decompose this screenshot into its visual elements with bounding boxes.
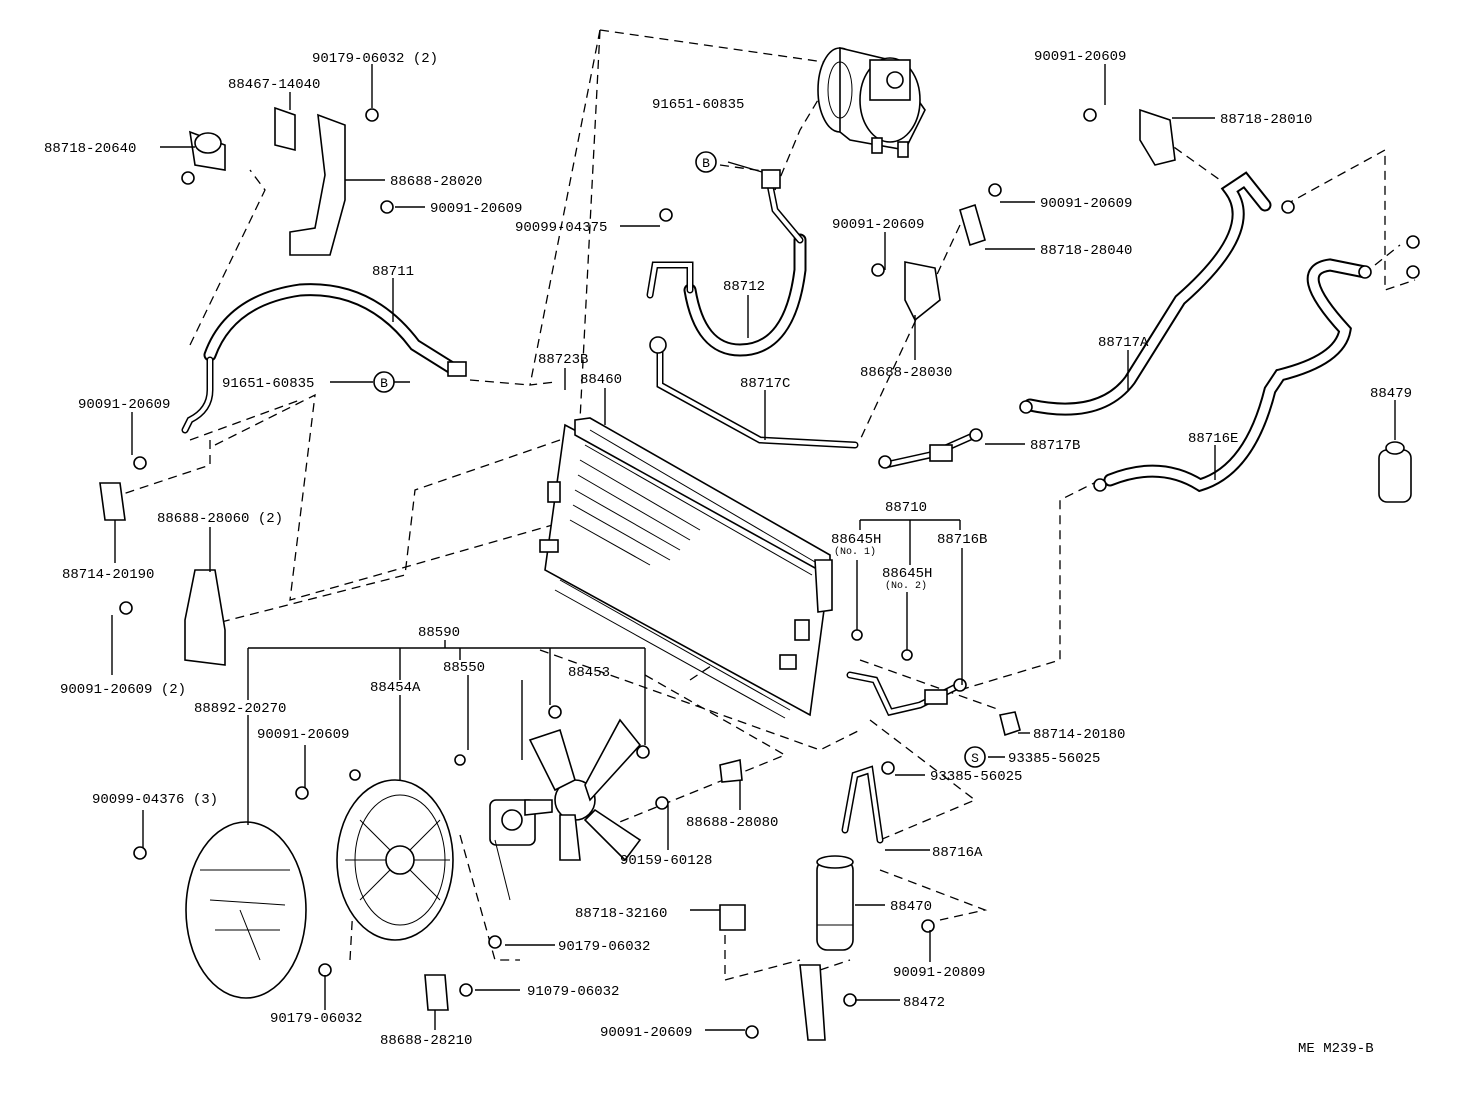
part-label: 88717B: [1030, 438, 1080, 454]
part-label-note: (No. 2): [885, 580, 927, 592]
part-label: 90159-60128: [620, 853, 712, 869]
part-label: 88688-28060 (2): [157, 511, 283, 527]
part-label: 90099-04376 (3): [92, 792, 218, 808]
part-label: 88716B: [937, 532, 987, 548]
part-label: 91651-60835: [652, 97, 744, 113]
part-labels: 90179-06032 (2) 88467-14040 88718-20640 …: [44, 49, 1412, 1057]
part-label: 88716E: [1188, 431, 1238, 447]
part-label: 88470: [890, 899, 932, 915]
part-label: 88550: [443, 660, 485, 676]
part-label: 88454A: [370, 680, 421, 696]
part-label: 90091-20609: [1034, 49, 1126, 65]
marker-s: S: [964, 746, 986, 768]
marker-b-left-letter: B: [380, 376, 388, 391]
receiver-drier-88479: [1378, 441, 1412, 503]
marker-s-letter: S: [971, 751, 979, 766]
part-label: 93385-56025: [1008, 751, 1100, 767]
part-label: 88718-32160: [575, 906, 667, 922]
leader-lines: [111, 64, 1396, 1031]
part-label: 88467-14040: [228, 77, 320, 93]
part-label: 88688-28030: [860, 365, 952, 381]
condenser: [539, 417, 833, 719]
part-label: 88453: [568, 665, 610, 681]
refrigerant-lines: [181, 169, 1372, 844]
part-label: 88460: [580, 372, 622, 388]
part-label: 88590: [418, 625, 460, 641]
part-label: 90091-20609: [832, 217, 924, 233]
part-label: 93385-56025: [930, 769, 1022, 785]
part-label: 90091-20609: [78, 397, 170, 413]
part-label-note: (No. 1): [834, 546, 876, 558]
marker-b-left: B: [373, 371, 395, 393]
part-label: 90091-20809: [893, 965, 985, 981]
part-label: 88717A: [1098, 335, 1149, 351]
part-label: 88645H: [882, 566, 932, 582]
part-label: 88645H: [831, 532, 881, 548]
fasteners: [119, 108, 1420, 1039]
part-label: 88717C: [740, 376, 790, 392]
part-label: 88688-28210: [380, 1033, 472, 1049]
compressor: [817, 46, 926, 158]
part-label: 88892-20270: [194, 701, 286, 717]
marker-b-top-letter: B: [702, 156, 710, 171]
part-label: 88718-28010: [1220, 112, 1312, 128]
part-label: 91079-06032: [527, 984, 619, 1000]
fan-assembly: [185, 718, 642, 999]
part-label: 88714-20190: [62, 567, 154, 583]
marker-b-top: B: [695, 151, 717, 173]
part-label: 88479: [1370, 386, 1412, 402]
part-label: 88716A: [932, 845, 983, 861]
part-label: 90179-06032: [558, 939, 650, 955]
part-label: 90091-20609: [1040, 196, 1132, 212]
part-label: 88688-28080: [686, 815, 778, 831]
part-label: 90099-04375: [515, 220, 607, 236]
part-label: 90091-20609: [600, 1025, 692, 1041]
circle-markers: B B S: [373, 151, 986, 768]
part-label: 88688-28020: [390, 174, 482, 190]
part-label: 90091-20609: [257, 727, 349, 743]
part-label: 90091-20609 (2): [60, 682, 186, 698]
part-label: 91651-60835: [222, 376, 314, 392]
part-label: 88472: [903, 995, 945, 1011]
part-label: 88718-20640: [44, 141, 136, 157]
part-label: 90179-06032 (2): [312, 51, 438, 67]
brackets: [99, 106, 1176, 1041]
reference-code: ME M239-B: [1298, 1041, 1374, 1057]
part-label: 88723B: [538, 352, 588, 368]
part-label: 88710: [885, 500, 927, 516]
part-label: 88714-20180: [1033, 727, 1125, 743]
part-label: 90091-20609: [430, 201, 522, 217]
part-label: 88718-28040: [1040, 243, 1132, 259]
part-label: 88712: [723, 279, 765, 295]
part-label: 90179-06032: [270, 1011, 362, 1027]
part-label: 88711: [372, 264, 414, 280]
receiver-drier: [816, 855, 854, 951]
